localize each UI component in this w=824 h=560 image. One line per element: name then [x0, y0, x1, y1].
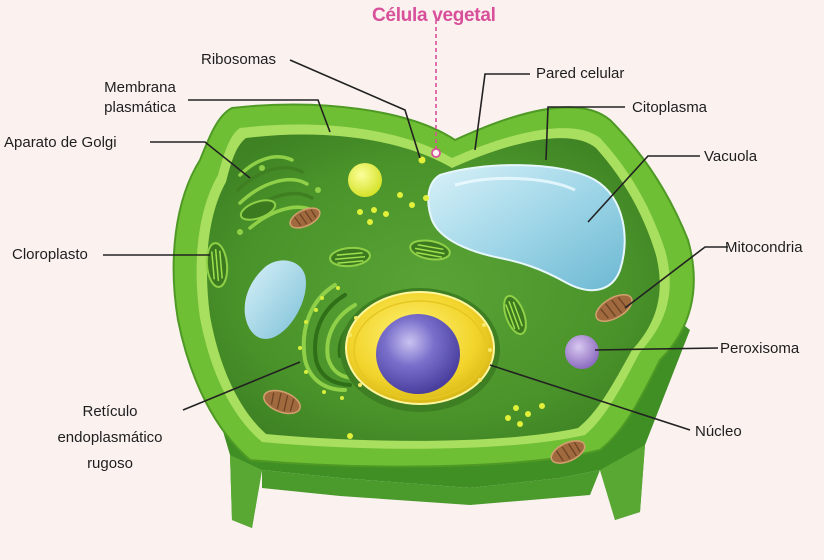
diagram-title: Célula vegetal — [372, 5, 496, 26]
vacuole — [427, 164, 626, 291]
ribosomes — [347, 156, 545, 439]
peroxisome — [565, 335, 599, 369]
label-vacuola: Vacuola — [704, 148, 758, 165]
nucleus — [340, 288, 500, 412]
leader-lines — [103, 20, 728, 431]
label-membrana: Membrana — [104, 79, 176, 96]
label-mitocondria: Mitocondria — [725, 239, 803, 256]
label-golgi: Aparato de Golgi — [4, 134, 117, 151]
small-vacuole — [244, 260, 306, 339]
yellow-vesicle — [348, 163, 382, 197]
chloroplasts — [205, 199, 527, 336]
label-reticulo-2: endoplasmático — [57, 429, 163, 446]
label-ribosomas: Ribosomas — [201, 51, 277, 68]
label-reticulo-3: rugoso — [87, 455, 133, 472]
label-citoplasma: Citoplasma — [632, 99, 708, 116]
mitochondria — [263, 207, 633, 464]
label-nucleo: Núcleo — [695, 423, 742, 440]
label-peroxisoma: Peroxisoma — [720, 340, 800, 357]
label-cloroplasto: Cloroplasto — [12, 246, 88, 263]
label-pared-celular: Pared celular — [536, 65, 625, 82]
label-reticulo-1: Retículo — [82, 403, 138, 420]
label-plasmatica: plasmática — [104, 99, 176, 116]
